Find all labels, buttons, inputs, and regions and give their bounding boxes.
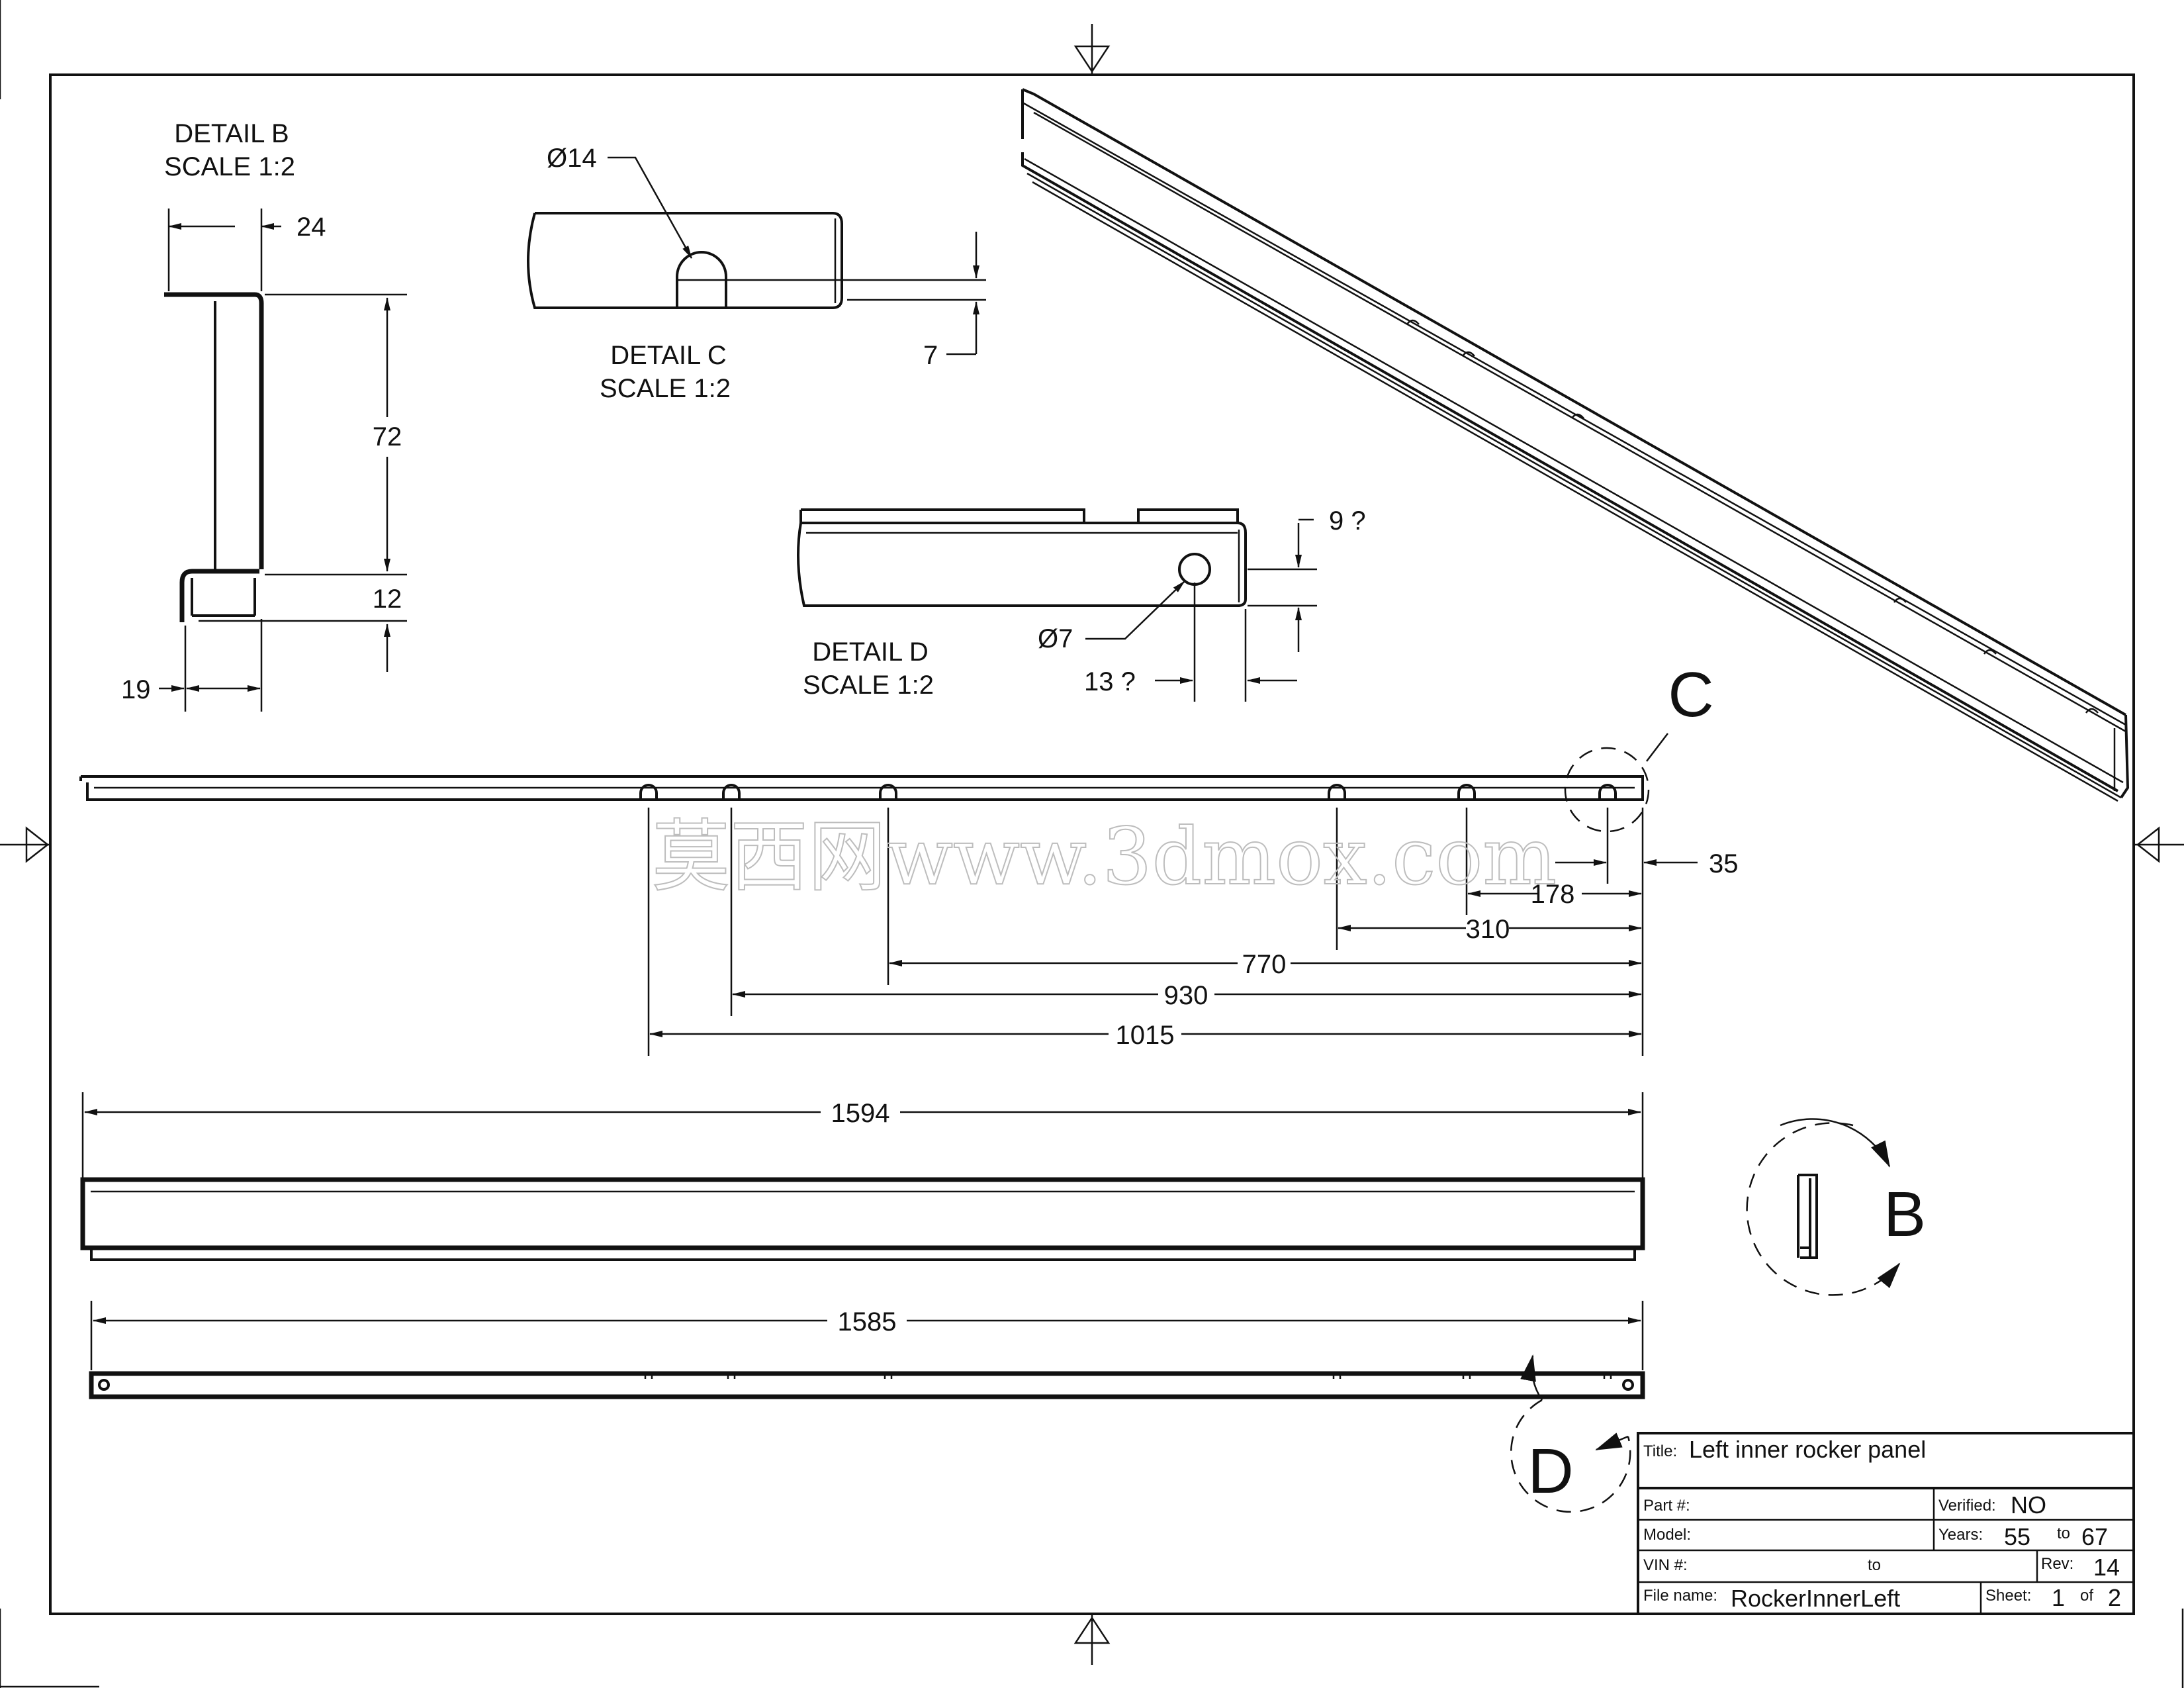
top-view-holes: C 35 178 310 770 930 1015	[79, 659, 1739, 1056]
detail-b-title: DETAIL B	[174, 119, 289, 148]
tb-rev-label: Rev:	[2041, 1555, 2073, 1573]
tb-verified-label: Verified:	[1938, 1497, 1996, 1515]
detail-d-scale: SCALE 1:2	[803, 671, 934, 700]
tb-rev-value: 14	[2093, 1554, 2120, 1581]
isometric-view	[1021, 88, 2130, 802]
dim-310: 310	[1466, 915, 1510, 944]
tb-title-value: Left inner rocker panel	[1689, 1436, 1926, 1463]
tb-model-label: Model:	[1643, 1526, 1691, 1544]
tb-file-value: RockerInnerLeft	[1731, 1585, 1900, 1612]
dim-1585: 1585	[838, 1307, 897, 1336]
dim-c-7: 7	[923, 341, 938, 370]
tb-sheet-value: 1	[2052, 1584, 2065, 1611]
dim-770: 770	[1242, 950, 1287, 979]
dim-d-dia7: Ø7	[1038, 624, 1073, 653]
tb-title-label: Title:	[1643, 1442, 1677, 1460]
dim-35: 35	[1709, 849, 1739, 878]
title-block: Title: Left inner rocker panel Part #: V…	[1637, 1432, 2135, 1615]
detail-d-view: DETAIL D SCALE 1:2 9 ? 13 ? Ø7	[797, 506, 1366, 702]
detail-b-view: DETAIL B SCALE 1:2 24 72 12 19	[121, 119, 407, 712]
tb-years-to: 67	[2081, 1523, 2108, 1550]
dim-178: 178	[1531, 880, 1575, 909]
dim-d-13: 13 ?	[1084, 667, 1136, 696]
callout-d: D	[1527, 1436, 1573, 1507]
tb-sheet-of-label: of	[2080, 1587, 2093, 1605]
front-view: 1594	[80, 1092, 1645, 1261]
detail-b-callout: B	[1746, 1118, 1926, 1296]
detail-d-title: DETAIL D	[812, 637, 929, 667]
tb-years-label: Years:	[1938, 1526, 1983, 1544]
tb-verified-value: NO	[2011, 1491, 2046, 1519]
dim-d-9: 9 ?	[1329, 506, 1366, 536]
detail-c-scale: SCALE 1:2	[600, 374, 731, 403]
dim-b-19: 19	[121, 675, 151, 704]
centering-marks	[0, 24, 2184, 1665]
callout-c: C	[1668, 659, 1713, 730]
bottom-view: 1585 D	[89, 1301, 1645, 1513]
dim-c-dia14: Ø14	[547, 144, 597, 173]
dim-1015: 1015	[1116, 1021, 1175, 1050]
detail-b-scale: SCALE 1:2	[164, 152, 295, 181]
detail-c-view: DETAIL C SCALE 1:2 7 Ø14	[527, 144, 986, 403]
dim-930: 930	[1164, 981, 1208, 1010]
watermark: 莫西网www.3dmox.com	[652, 811, 1557, 902]
callout-b: B	[1884, 1179, 1926, 1250]
tb-sheet-total: 2	[2108, 1584, 2121, 1611]
detail-c-title: DETAIL C	[610, 341, 727, 370]
dim-b-12: 12	[373, 585, 402, 614]
tb-vin-to-label: to	[1868, 1556, 1881, 1574]
dim-1594: 1594	[831, 1099, 890, 1128]
tb-part-label: Part #:	[1643, 1497, 1690, 1515]
tb-sheet-label: Sheet:	[1985, 1587, 2031, 1605]
tb-years-from: 55	[2004, 1523, 2030, 1550]
tb-years-to-label: to	[2057, 1524, 2070, 1542]
tb-file-label: File name:	[1643, 1587, 1717, 1605]
tb-vin-label: VIN #:	[1643, 1556, 1688, 1574]
dim-b-24: 24	[296, 212, 326, 242]
dim-b-72: 72	[373, 422, 402, 451]
